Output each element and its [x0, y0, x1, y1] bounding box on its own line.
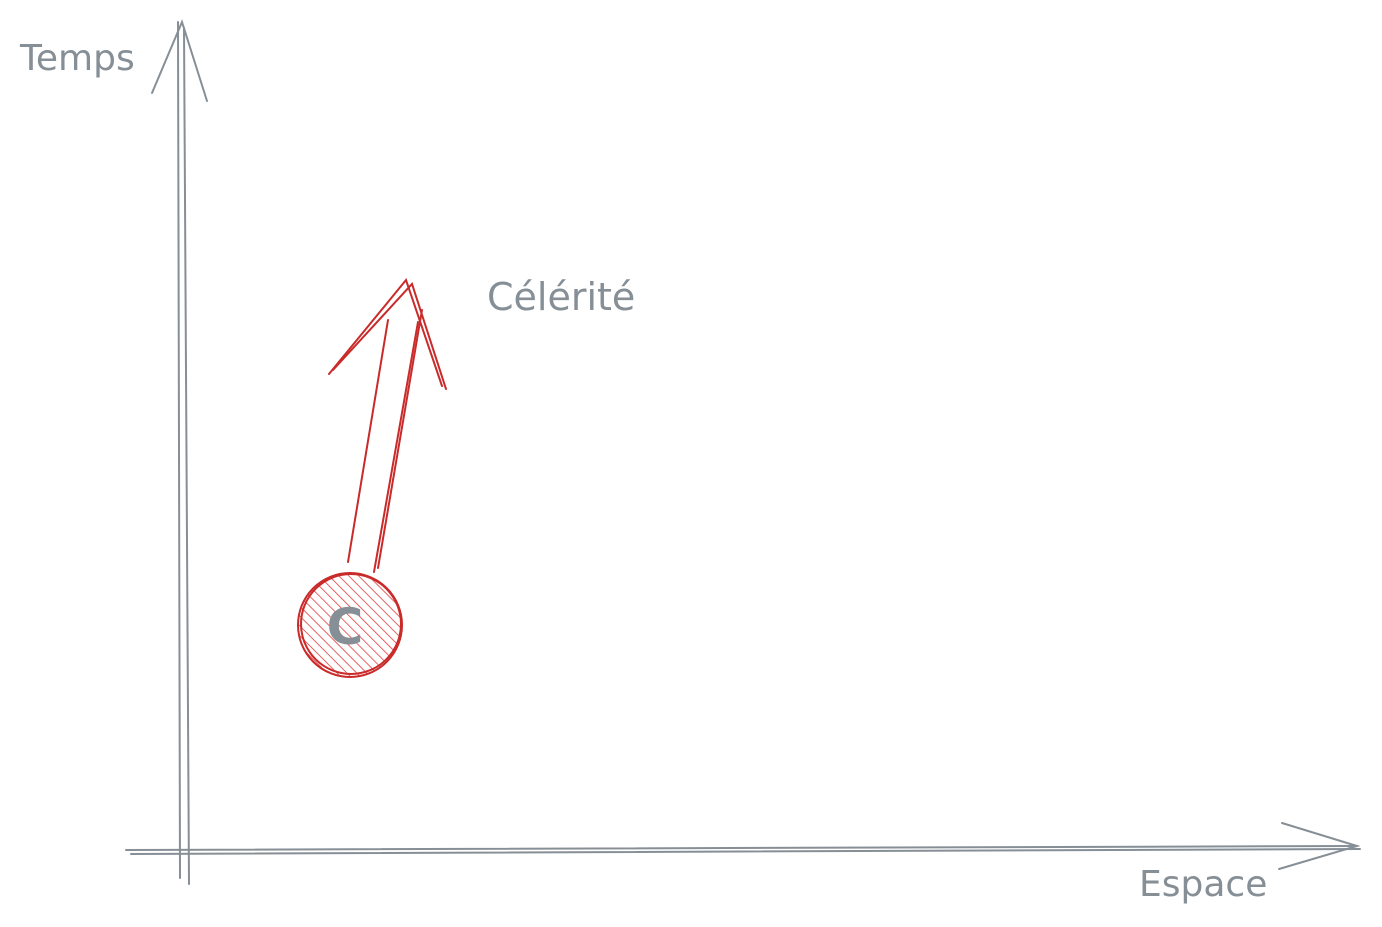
- time-axis-label: Temps: [19, 38, 135, 79]
- point-c-label: C: [327, 598, 364, 656]
- celerity-label: Célérité: [487, 275, 635, 319]
- space-axis: [125, 822, 1361, 870]
- space-axis-arrowhead: [1278, 822, 1361, 870]
- celerity-vector: [328, 277, 447, 573]
- time-axis: [151, 19, 208, 885]
- point-c: C: [297, 572, 403, 678]
- time-axis-arrowhead: [151, 19, 208, 102]
- space-axis-label: Espace: [1139, 864, 1267, 905]
- celerity-arrowhead: [328, 277, 443, 387]
